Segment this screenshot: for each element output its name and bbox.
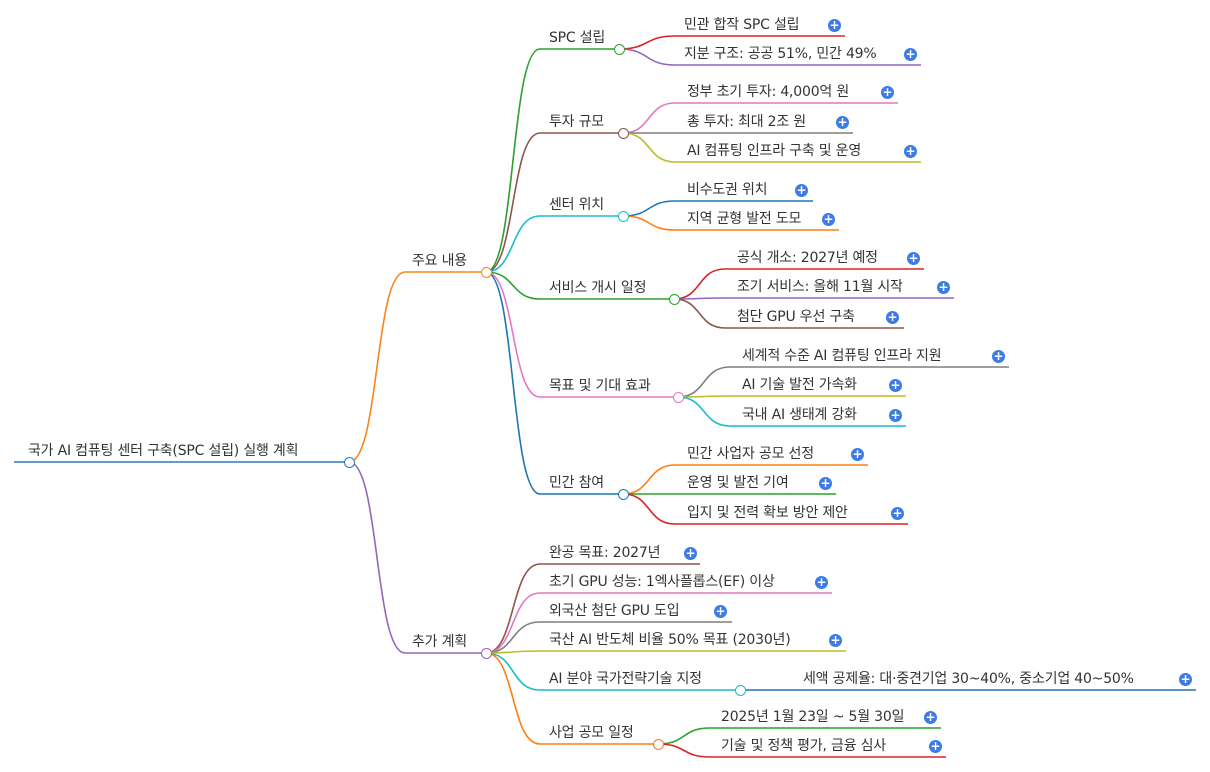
plus-circle-icon[interactable]: + [684, 546, 697, 560]
collapse-toggle-icon[interactable] [617, 210, 629, 222]
subtopic-connector [485, 271, 541, 495]
collapse-toggle-icon[interactable] [668, 293, 680, 305]
collapse-toggle-icon[interactable] [652, 738, 664, 750]
plus-circle-icon[interactable]: + [836, 115, 849, 129]
collapse-toggle-icon[interactable] [613, 43, 625, 55]
plus-circle-icon[interactable]: + [795, 183, 808, 197]
subtopic-connector [485, 592, 541, 654]
leaf-connector [622, 102, 676, 134]
subtopic-connector [485, 48, 541, 273]
leaf-node[interactable]: 민관 합작 SPC 설립 [684, 17, 800, 33]
collapse-toggle-icon[interactable] [617, 488, 629, 500]
plus-circle-icon[interactable]: + [829, 633, 842, 647]
branch-connector [348, 271, 406, 463]
subtopic-node[interactable]: 목표 및 기대 효과 [549, 378, 651, 394]
plus-circle-icon[interactable]: + [924, 710, 937, 724]
subtopic-node[interactable]: 외국산 첨단 GPU 도입 [549, 603, 680, 619]
leaf-connector [673, 298, 726, 329]
collapse-toggle-icon[interactable] [734, 684, 746, 696]
plus-circle-icon[interactable]: + [851, 447, 864, 461]
plus-circle-icon[interactable]: + [929, 739, 942, 753]
leaf-node[interactable]: 공식 개소: 2027년 예정 [737, 250, 878, 266]
leaf-node[interactable]: 2025년 1월 23일 ~ 5월 30일 [721, 709, 905, 725]
branch-node[interactable]: 추가 계획 [412, 634, 467, 650]
subtopic-connector [485, 652, 541, 745]
leaf-node[interactable]: 조기 서비스: 올해 11월 시작 [737, 279, 903, 295]
collapse-toggle-icon[interactable] [480, 647, 492, 659]
collapse-toggle-icon[interactable] [617, 127, 629, 139]
leaf-node[interactable]: 국내 AI 생태계 강화 [742, 407, 857, 423]
subtopic-connector [485, 132, 541, 273]
leaf-connector [622, 215, 676, 231]
subtopic-node[interactable]: 센터 위치 [549, 197, 604, 213]
subtopic-node[interactable]: 국산 AI 반도체 비율 50% 목표 (2030년) [549, 632, 791, 648]
collapse-toggle-icon[interactable] [672, 391, 684, 403]
subtopic-node[interactable]: 서비스 개시 일정 [549, 280, 647, 296]
plus-circle-icon[interactable]: + [992, 349, 1005, 363]
subtopic-node[interactable]: 초기 GPU 성능: 1엑사플롭스(EF) 이상 [549, 574, 775, 590]
subtopic-node[interactable]: 사업 공모 일정 [549, 725, 634, 741]
leaf-connector [657, 727, 711, 745]
root-node[interactable]: 국가 AI 컴퓨팅 센터 구축(SPC 설립) 실행 계획 [28, 443, 299, 459]
leaf-node[interactable]: 지분 구조: 공공 51%, 민간 49% [684, 46, 877, 62]
subtopic-node[interactable]: SPC 설립 [549, 30, 606, 46]
plus-circle-icon[interactable]: + [828, 18, 841, 32]
plus-circle-icon[interactable]: + [891, 506, 904, 520]
leaf-connector [657, 743, 711, 758]
leaf-node[interactable]: AI 컴퓨팅 인프라 구축 및 운영 [687, 143, 862, 159]
collapse-toggle-icon[interactable] [343, 456, 355, 468]
branch-node[interactable]: 주요 내용 [412, 253, 467, 269]
leaf-node[interactable]: 입지 및 전력 확보 방안 제안 [687, 505, 848, 521]
leaf-connector [673, 268, 726, 300]
leaf-node[interactable]: 민간 사업자 공모 선정 [687, 446, 814, 462]
leaf-node[interactable]: 첨단 GPU 우선 구축 [737, 309, 855, 325]
subtopic-node[interactable]: 투자 규모 [549, 114, 604, 130]
leaf-connector [677, 366, 731, 398]
leaf-node[interactable]: 세액 공제율: 대·중견기업 30~40%, 중소기업 40~50% [803, 671, 1134, 687]
subtopic-node[interactable]: 완공 목표: 2027년 [549, 545, 661, 561]
plus-circle-icon[interactable]: + [815, 575, 828, 589]
subtopic-node[interactable]: 민간 참여 [549, 475, 604, 491]
leaf-node[interactable]: 총 투자: 최대 2조 원 [687, 114, 806, 130]
subtopic-connector [485, 271, 541, 398]
plus-circle-icon[interactable]: + [889, 378, 902, 392]
collapse-toggle-icon[interactable] [480, 266, 492, 278]
leaf-node[interactable]: 정부 초기 투자: 4,000억 원 [687, 84, 850, 100]
subtopic-connector [485, 215, 541, 273]
leaf-connector [622, 132, 676, 163]
leaf-connector [622, 464, 676, 495]
subtopic-connector [485, 652, 541, 691]
plus-circle-icon[interactable]: + [904, 144, 917, 158]
plus-circle-icon[interactable]: + [937, 280, 950, 294]
leaf-node[interactable]: 기술 및 정책 평가, 금융 심사 [721, 738, 886, 754]
subtopic-connector [485, 563, 541, 654]
leaf-connector [618, 35, 676, 50]
plus-circle-icon[interactable]: + [822, 212, 835, 226]
plus-circle-icon[interactable]: + [889, 408, 902, 422]
plus-circle-icon[interactable]: + [1179, 672, 1192, 686]
subtopic-connector [485, 650, 541, 654]
leaf-node[interactable]: 세계적 수준 AI 컴퓨팅 인프라 지원 [742, 348, 942, 364]
plus-circle-icon[interactable]: + [907, 251, 920, 265]
leaf-connector [622, 200, 676, 217]
leaf-connector [677, 396, 731, 427]
subtopic-node[interactable]: AI 분야 국가전략기술 지정 [549, 671, 702, 687]
leaf-node[interactable]: AI 기술 발전 가속화 [742, 377, 857, 393]
plus-circle-icon[interactable]: + [881, 85, 894, 99]
subtopic-connector [485, 271, 541, 300]
plus-circle-icon[interactable]: + [819, 476, 832, 490]
leaf-connector [622, 493, 676, 525]
leaf-node[interactable]: 지역 균형 발전 도모 [687, 211, 802, 227]
branch-connector [348, 461, 406, 654]
subtopic-connector [485, 621, 541, 654]
plus-circle-icon[interactable]: + [904, 47, 917, 61]
plus-circle-icon[interactable]: + [714, 604, 727, 618]
plus-circle-icon[interactable]: + [886, 310, 899, 324]
leaf-connector [618, 48, 676, 66]
leaf-node[interactable]: 비수도권 위치 [687, 182, 768, 198]
leaf-node[interactable]: 운영 및 발전 기여 [687, 475, 789, 491]
